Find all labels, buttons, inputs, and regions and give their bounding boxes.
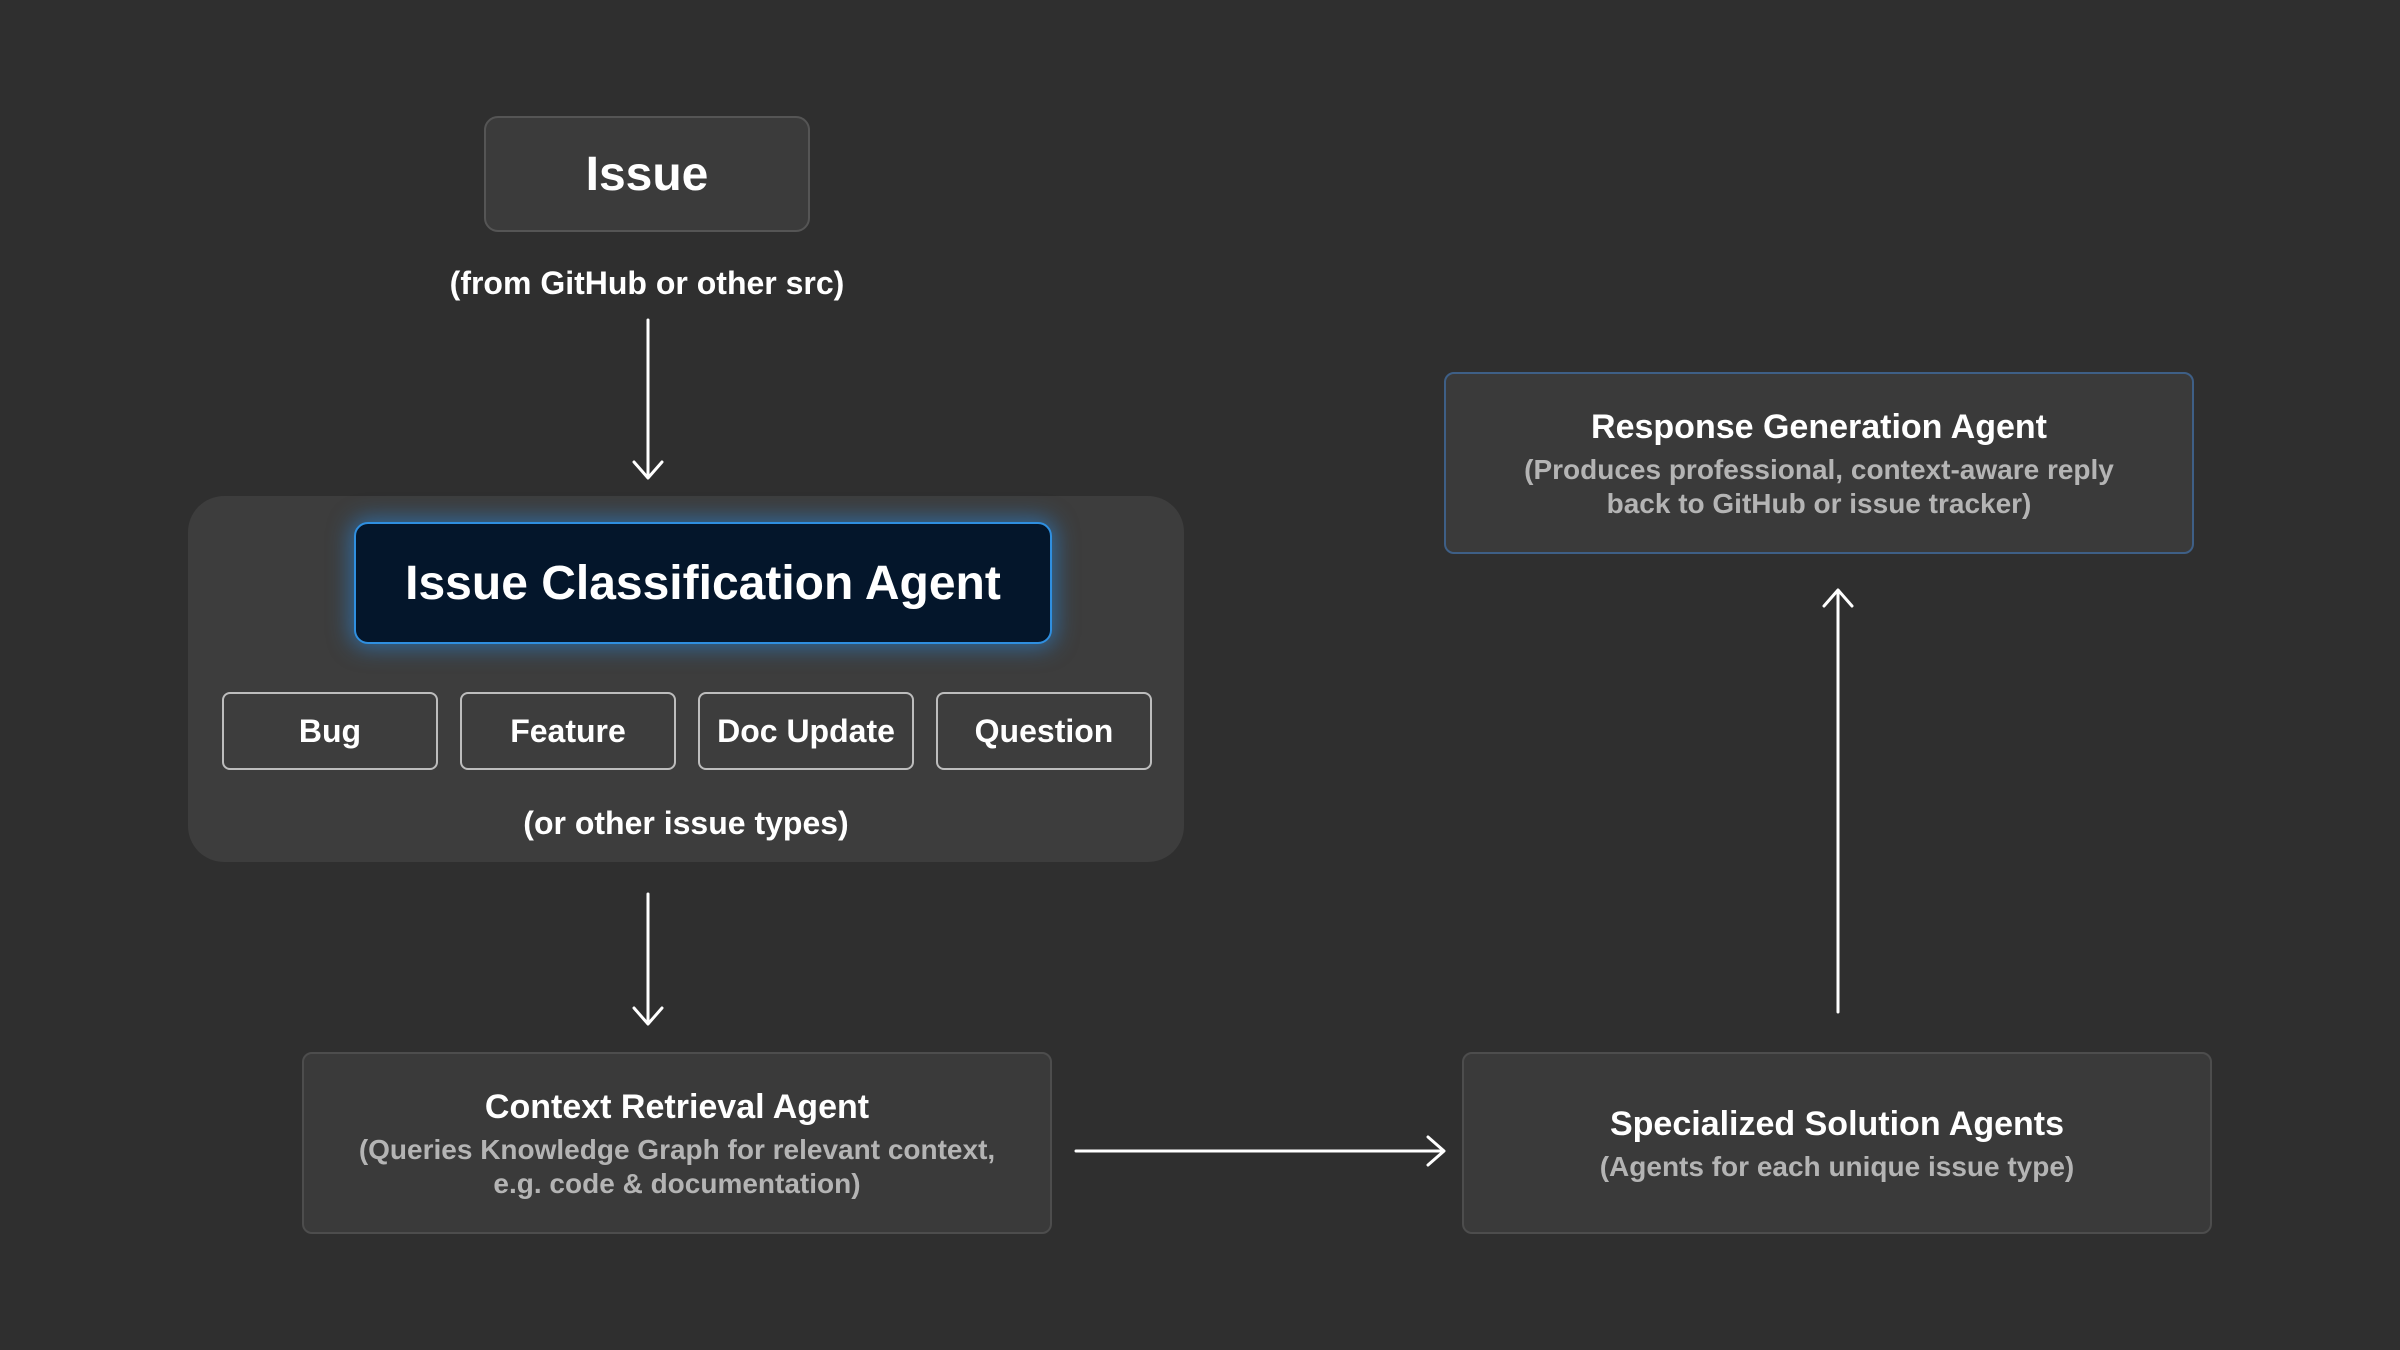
type-chip-label: Feature <box>510 712 626 749</box>
solution-agent-desc-line1: (Agents for each unique issue type) <box>1599 1151 2075 1182</box>
type-chip-question: Question <box>936 692 1152 770</box>
response-agent-title: Response Generation Agent <box>1591 408 2047 446</box>
response-agent-desc-line2: back to GitHub or issue tracker) <box>1606 488 2032 519</box>
arrow-solution-to-response <box>1822 588 1854 1014</box>
context-agent-desc-line1: (Queries Knowledge Graph for relevant co… <box>358 1134 996 1165</box>
type-chip-label: Bug <box>298 712 362 749</box>
context-agent-title: Context Retrieval Agent <box>484 1088 870 1126</box>
response-generation-agent: Response Generation Agent (Produces prof… <box>1444 372 2194 554</box>
context-agent-desc-line2: e.g. code & documentation) <box>493 1168 861 1199</box>
issue-classification-agent: Issue Classification Agent <box>354 522 1052 644</box>
type-chip-label: Doc Update <box>717 712 895 749</box>
arrow-issue-to-classification <box>632 318 664 480</box>
specialized-solution-agents: Specialized Solution Agents (Agents for … <box>1462 1052 2212 1234</box>
type-chip-bug: Bug <box>222 692 438 770</box>
type-chip-feature: Feature <box>460 692 676 770</box>
arrow-context-to-solution <box>1074 1135 1446 1167</box>
type-chip-label: Question <box>974 712 1114 749</box>
type-chip-doc-update: Doc Update <box>698 692 914 770</box>
classification-agent-title: Issue Classification Agent <box>405 556 1001 610</box>
issue-source-note: (from GitHub or other src) <box>449 265 845 301</box>
response-agent-desc-line1: (Produces professional, context-aware re… <box>1524 454 2114 485</box>
solution-agent-title: Specialized Solution Agents <box>1609 1105 2065 1143</box>
issue-title: Issue <box>585 147 709 201</box>
issue-node: Issue <box>484 116 810 232</box>
context-retrieval-agent: Context Retrieval Agent (Queries Knowled… <box>302 1052 1052 1234</box>
arrow-classification-to-context <box>632 892 664 1026</box>
other-issue-types-note: (or other issue types) <box>523 805 849 841</box>
